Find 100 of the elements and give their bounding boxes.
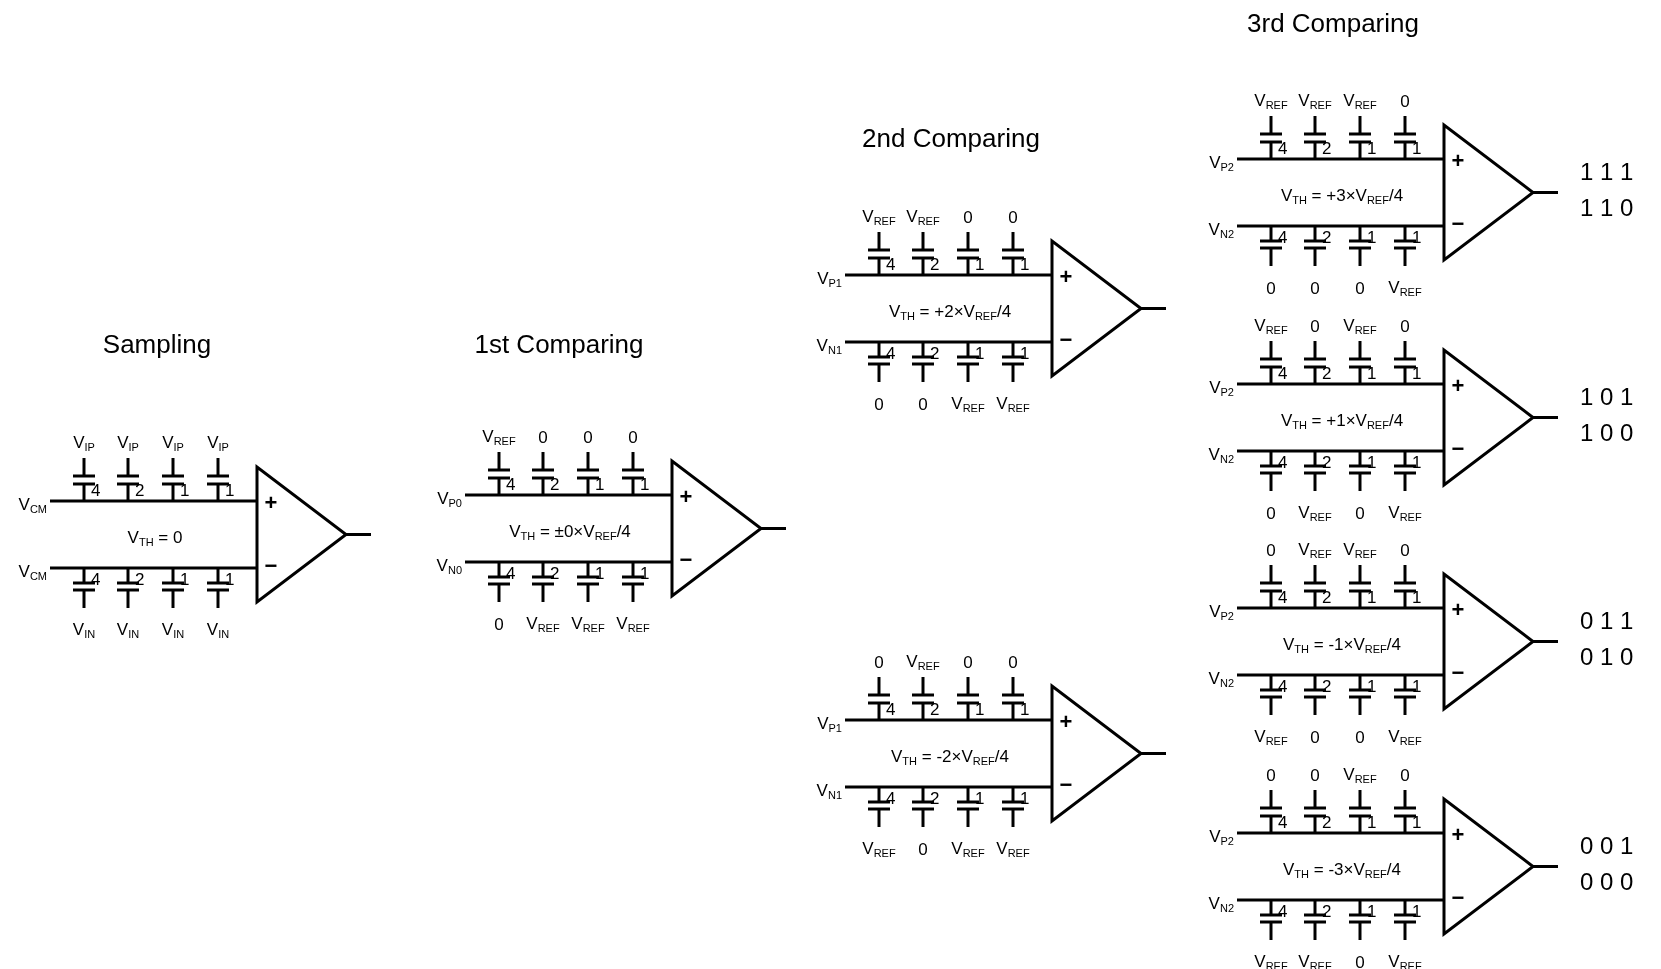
capacitor-weight: 1 — [1367, 677, 1377, 695]
voltage-label: 0 — [1266, 504, 1276, 522]
voltage-label: V$_{REF}$ — [1254, 727, 1288, 747]
capacitor-weight: 4 — [886, 255, 896, 273]
output-code: 1 0 1 — [1580, 385, 1634, 409]
capacitor-weight: 1 — [1412, 902, 1422, 920]
voltage-label: V$_{REF}$ — [906, 207, 940, 227]
voltage-label: V$_{REF}$ — [862, 207, 896, 227]
polarity-sign: − — [1451, 887, 1465, 909]
voltage-label: V$_{REF}$ — [1388, 278, 1422, 298]
voltage-label: 0 — [1400, 317, 1410, 335]
voltage-label: V$_{REF}$ — [1254, 316, 1288, 336]
voltage-label: 0 — [918, 395, 928, 413]
capacitor-weight: 1 — [1367, 364, 1377, 382]
output-code: 0 0 1 — [1580, 834, 1634, 858]
rail-label: V$_{P2}$ — [1209, 153, 1234, 173]
capacitor-weight: 2 — [930, 255, 940, 273]
rail-label: V$_{N2}$ — [1208, 894, 1234, 914]
polarity-sign: + — [1059, 711, 1073, 733]
polarity-sign: + — [1451, 150, 1465, 172]
capacitor-weight: 1 — [1020, 255, 1030, 273]
rail-label: V$_{CM}$ — [18, 562, 47, 582]
capacitor-weight: 4 — [1278, 139, 1288, 157]
capacitor-weight: 4 — [91, 481, 101, 499]
voltage-label: 0 — [1400, 92, 1410, 110]
voltage-label: 0 — [874, 395, 884, 413]
capacitor-weight: 4 — [1278, 677, 1288, 695]
voltage-label: V$_{REF}$ — [906, 652, 940, 672]
output-code: 1 1 1 — [1580, 160, 1634, 184]
capacitor-weight: 4 — [886, 789, 896, 807]
capacitor-weight: 1 — [225, 570, 235, 588]
threshold-label: V$_{TH}$ = -1×V$_{REF}$/4 — [1283, 635, 1401, 654]
capacitor-weight: 1 — [1020, 344, 1030, 362]
capacitor-weight: 1 — [180, 481, 190, 499]
rail-label: V$_{P2}$ — [1209, 378, 1234, 398]
capacitor-weight: 4 — [1278, 813, 1288, 831]
output-code: 0 0 0 — [1580, 870, 1634, 894]
capacitor-weight: 4 — [1278, 364, 1288, 382]
polarity-sign: − — [1059, 774, 1073, 796]
capacitor-weight: 1 — [975, 700, 985, 718]
voltage-label: V$_{REF}$ — [571, 614, 605, 634]
rail-label: V$_{N1}$ — [816, 336, 842, 356]
capacitor-weight: 1 — [1412, 228, 1422, 246]
capacitor-weight: 1 — [1412, 588, 1422, 606]
voltage-label: V$_{REF}$ — [482, 427, 516, 447]
capacitor-weight: 4 — [506, 564, 516, 582]
voltage-label: V$_{REF}$ — [1343, 316, 1377, 336]
voltage-label: V$_{REF}$ — [1388, 952, 1422, 969]
polarity-sign: + — [264, 492, 278, 514]
rail-label: V$_{P1}$ — [817, 714, 842, 734]
rail-label: V$_{P2}$ — [1209, 602, 1234, 622]
voltage-label: V$_{REF}$ — [1298, 91, 1332, 111]
capacitor-weight: 1 — [1412, 139, 1422, 157]
voltage-label: V$_{REF}$ — [1343, 765, 1377, 785]
voltage-label: 0 — [1355, 279, 1365, 297]
polarity-sign: − — [1451, 213, 1465, 235]
voltage-label: 0 — [1008, 653, 1018, 671]
voltage-label: V$_{REF}$ — [862, 839, 896, 859]
capacitor-weight: 1 — [1367, 139, 1377, 157]
capacitor-weight: 4 — [1278, 453, 1288, 471]
voltage-label: V$_{REF}$ — [1343, 540, 1377, 560]
voltage-label: V$_{REF}$ — [1343, 91, 1377, 111]
capacitor-weight: 1 — [1020, 700, 1030, 718]
voltage-label: V$_{REF}$ — [1388, 503, 1422, 523]
voltage-label: 0 — [1400, 766, 1410, 784]
capacitor-weight: 1 — [1020, 789, 1030, 807]
capacitor-weight: 2 — [135, 481, 145, 499]
output-code: 1 0 0 — [1580, 421, 1634, 445]
voltage-label: V$_{REF}$ — [1254, 952, 1288, 969]
polarity-sign: − — [1451, 662, 1465, 684]
voltage-label: 0 — [1355, 728, 1365, 746]
rail-label: V$_{N2}$ — [1208, 445, 1234, 465]
threshold-label: V$_{TH}$ = 0 — [127, 528, 183, 547]
capacitor-weight: 2 — [930, 700, 940, 718]
voltage-label: V$_{REF}$ — [996, 839, 1030, 859]
voltage-label: 0 — [1355, 504, 1365, 522]
polarity-sign: − — [264, 555, 278, 577]
voltage-label: V$_{REF}$ — [996, 394, 1030, 414]
rail-label: V$_{P2}$ — [1209, 827, 1234, 847]
voltage-label: V$_{REF}$ — [1298, 952, 1332, 969]
voltage-label: 0 — [1266, 766, 1276, 784]
capacitor-weight: 4 — [91, 570, 101, 588]
voltage-label: V$_{IN}$ — [161, 620, 185, 640]
output-code: 0 1 0 — [1580, 645, 1634, 669]
voltage-label: V$_{REF}$ — [1254, 91, 1288, 111]
capacitor-weight: 1 — [975, 255, 985, 273]
capacitor-weight: 1 — [1367, 453, 1377, 471]
threshold-label: V$_{TH}$ = +1×V$_{REF}$/4 — [1280, 411, 1404, 430]
capacitor-weight: 2 — [1322, 588, 1332, 606]
capacitor-weight: 1 — [1367, 902, 1377, 920]
capacitor-weight: 4 — [1278, 588, 1288, 606]
capacitor-weight: 1 — [1367, 813, 1377, 831]
voltage-label: 0 — [538, 428, 548, 446]
polarity-sign: − — [1059, 329, 1073, 351]
voltage-label: V$_{REF}$ — [1298, 503, 1332, 523]
voltage-label: V$_{REF}$ — [1388, 727, 1422, 747]
capacitor-weight: 1 — [1412, 813, 1422, 831]
polarity-sign: + — [1451, 824, 1465, 846]
voltage-label: 0 — [494, 615, 504, 633]
capacitor-weight: 4 — [1278, 902, 1288, 920]
